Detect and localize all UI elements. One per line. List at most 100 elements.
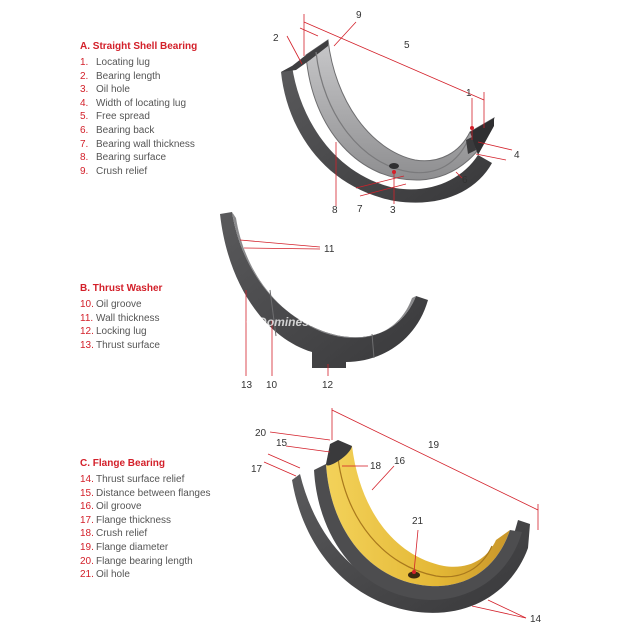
straight-shell-bearing: 2 9 5 1 4 6 7 3 8 [273,10,520,216]
flange-bearing: 20 15 17 18 16 19 21 14 [251,408,542,625]
legend-list: 10.Oil groove 11.Wall thickness 12.Locki… [80,298,162,352]
dim-line-bearing-length [286,35,303,65]
legend-item: 9.Crush relief [80,165,197,179]
leader-dot [412,570,416,574]
legend-label: Oil hole [96,84,130,96]
legend-num: 7. [80,138,89,150]
callout-14: 14 [530,614,542,625]
watermark: © Dominestic Gaskets [246,315,373,329]
callout-21: 21 [412,516,424,527]
dim-line-oil-groove [371,465,395,491]
dim-line-flange-thickness [263,461,297,477]
dim-line-between-flanges [285,445,331,453]
legend-num: 6. [80,124,89,136]
callout-6: 6 [462,175,468,186]
legend-label: Wall thickness [96,312,160,324]
callout-3: 3 [390,205,396,216]
dim-line-crush-relief [333,21,357,47]
legend-label: Thrust surface [96,339,160,351]
leader-dot [392,170,396,174]
leader-dot [470,126,474,130]
bearing-end-face-right [470,118,494,155]
dim-line-thrust-relief [487,599,527,619]
legend-label: Bearing length [96,70,161,82]
legend-flange-bearing: C. Flange Bearing 14.Thrust surface reli… [80,458,211,582]
legend-num: 15. [80,487,94,499]
legend-num: 4. [80,97,89,109]
legend-item: 15.Distance between flanges [80,487,211,501]
callout-15: 15 [276,438,288,449]
legend-label: Thrust surface relief [96,474,185,485]
legend-item: 6. Bearing back [80,124,197,138]
callout-11: 11 [324,244,335,255]
legend-item: 16.Oil groove [80,500,211,514]
bearing-back-shape [281,66,492,203]
legend-list: 1. Locating lug 2. Bearing length 3. Oil ho… [80,56,197,178]
legend-num: 1. [80,57,89,68]
legend-title: C. Flange Bearing [80,458,166,469]
callout-20: 20 [255,428,267,439]
legend-thrust-washer: B. Thrust Washer 10.Oil groove 11.Wall t… [80,283,162,352]
legend-num: 17. [80,514,94,526]
legend-num: 13. [80,339,94,351]
dim-line [475,153,507,161]
dim-line-wall-thickness [355,175,405,189]
callout-1: 1 [466,88,472,99]
legend-label: Locating lug [96,57,150,68]
legend-label: Oil hole [96,569,130,581]
dim-line [471,605,527,619]
legend-item: 18.Crush relief [80,527,211,541]
legend-item: 17.Flange thickness [80,514,211,528]
dim-line-flange-diameter [331,409,539,511]
legend-label: Flange thickness [96,514,172,526]
legend-num: 5. [80,111,89,123]
legend-num: 10. [80,299,94,310]
legend-num: 14. [80,474,94,485]
legend-item: 21.Oil hole [80,568,211,582]
legend-item: 4.Width of locating lug [80,97,197,111]
legend-item: 5. Free spread [80,110,197,124]
callout-9: 9 [356,10,362,21]
legend-item: 14.Thrust surface relief [80,473,211,487]
legend-label: Bearing wall thickness [96,138,195,150]
dim-line-flange-length [269,431,331,441]
legend-straight-shell-bearing: A. Straight Shell Bearing 1.Locating lug… [80,41,197,178]
dim-line-wall-thickness [239,239,321,248]
callout-5: 5 [404,40,410,51]
legend-list: 14.Thrust surface relief 15.Distance bet… [80,473,211,582]
legend-label: Oil groove [96,299,142,310]
dim-line-bearing-back [455,171,463,179]
legend-num: 2. [80,70,89,82]
legend-label: Flange bearing length [96,555,193,567]
legend-item: 13.Thrust surface [80,339,162,353]
dim-line-lug-width [477,141,513,151]
callout-19: 19 [428,440,440,451]
legend-num: 3. [80,84,89,96]
callout-10: 10 [266,380,278,391]
legend-num: 16. [80,501,94,513]
oil-groove-mark [269,289,277,337]
dim-line [243,247,321,250]
callout-13: 13 [241,380,253,391]
legend-label: Bearing surface [96,152,167,164]
oil-groove-line [337,457,493,578]
callout-7: 7 [357,204,363,215]
legend-num: 9. [80,165,89,177]
legend-num: 21. [80,569,94,581]
dim-line [267,453,301,469]
legend-num: 18. [80,528,94,540]
callout-8: 8 [332,205,338,216]
legend-label: Locking lug [96,326,147,338]
bearing-surface-gold [326,446,510,587]
legend-num: 8. [80,152,89,164]
legend-label: Oil groove [96,501,142,513]
legend-label: Distance between flanges [96,487,211,499]
callout-18: 18 [370,461,382,472]
flange-front-shape [314,464,522,600]
legend-label: Bearing back [96,124,155,136]
legend-label: Free spread [96,111,150,123]
legend-item: 20.Flange bearing length [80,555,211,569]
oil-hole-shape [389,163,399,169]
legend-item: 2. Bearing length [80,70,197,84]
legend-item: 10.Oil groove [80,298,162,312]
